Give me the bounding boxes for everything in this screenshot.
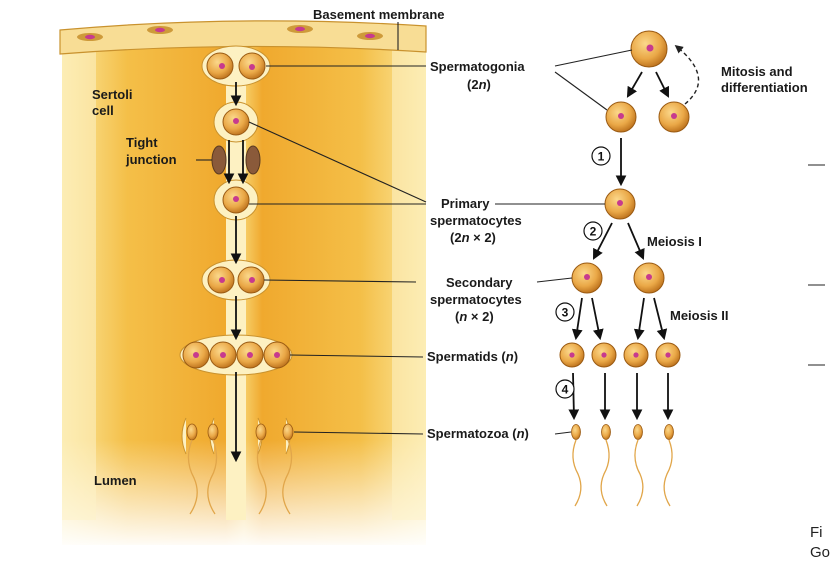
label-lumen: Lumen xyxy=(94,473,137,488)
label-mitosis-line2: differentiation xyxy=(721,80,808,95)
step-1 xyxy=(591,146,611,166)
step-4 xyxy=(555,379,575,399)
label-meiosis-2: Meiosis II xyxy=(670,308,729,323)
step-1-label: 1 xyxy=(598,150,605,164)
label-basement-membrane: Basement membrane xyxy=(313,7,445,22)
tissue-spermatozoa xyxy=(181,417,294,515)
label-primary-line2: spermatocytes xyxy=(430,213,522,228)
caption-line2: Go xyxy=(810,544,830,561)
step-3-label: 3 xyxy=(562,306,569,320)
label-spermatozoa: Spermatozoa (n) xyxy=(427,426,529,441)
label-secondary-line1: Secondary xyxy=(446,275,513,290)
step-3 xyxy=(555,302,575,322)
label-sertoli-line2: cell xyxy=(92,103,114,118)
label-tight-line2: junction xyxy=(125,152,177,167)
label-mitosis-line1: Mitosis and xyxy=(721,64,793,79)
label-spermatids: Spermatids (n) xyxy=(427,349,518,364)
tissue-arrows xyxy=(223,82,249,463)
label-spermatogonia: Spermatogonia xyxy=(430,59,525,74)
step-4-label: 4 xyxy=(562,383,569,397)
flow-cells xyxy=(559,30,690,368)
label-sertoli-line1: Sertoli xyxy=(92,87,132,102)
tight-junction xyxy=(211,145,261,175)
step-markers: 1 2 3 4 xyxy=(555,146,611,399)
step-2-label: 2 xyxy=(590,225,597,239)
caption-line1: Fi xyxy=(810,524,823,541)
label-tight-line1: Tight xyxy=(126,135,158,150)
label-secondary-ploidy: (n × 2) xyxy=(455,309,494,324)
leader-lines xyxy=(196,22,825,435)
label-primary-line1: Primary xyxy=(441,196,490,211)
flow-arrows xyxy=(568,44,700,421)
flow-spermatozoa xyxy=(571,424,674,507)
basement-membrane xyxy=(59,20,427,55)
step-2 xyxy=(583,221,603,241)
label-spermatogonia-ploidy: (2n) xyxy=(467,77,491,92)
label-secondary-line2: spermatocytes xyxy=(430,292,522,307)
label-meiosis-1: Meiosis I xyxy=(647,234,702,249)
label-primary-ploidy: (2n × 2) xyxy=(450,230,496,245)
